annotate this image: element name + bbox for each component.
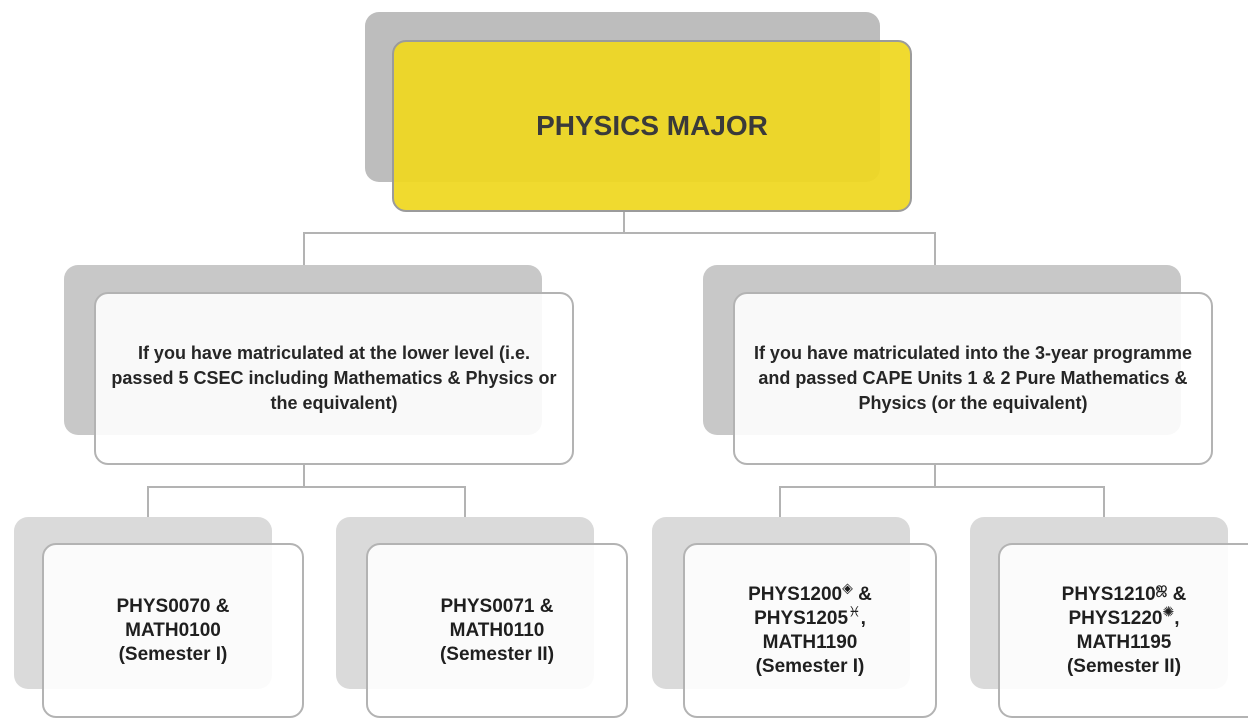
course-line: PHYS0071 & <box>440 595 554 617</box>
course-code: PHYS1210 <box>1061 583 1156 605</box>
right-course1-box: PHYS1200◈ & PHYS1205♓, MATH1190 (Semeste… <box>683 543 937 718</box>
course-line: MATH0100 <box>125 619 221 641</box>
course-line: MATH1195 <box>1076 631 1172 653</box>
left-condition-text: If you have matriculated at the lower le… <box>111 343 557 413</box>
course-joiner: , <box>1174 607 1180 629</box>
course-line: MATH1190 <box>762 631 858 653</box>
right-condition-box: If you have matriculated into the 3-year… <box>733 292 1213 465</box>
course-code: PHYS1205 <box>754 607 849 629</box>
course-code: PHYS1220 <box>1068 607 1163 629</box>
right-condition-text: If you have matriculated into the 3-year… <box>753 343 1193 413</box>
course-line: MATH0110 <box>449 619 545 641</box>
connector-title-right <box>624 232 936 265</box>
connector-left-course1 <box>147 465 305 517</box>
course-code: PHYS1200 <box>748 583 843 605</box>
title-box: PHYSICS MAJOR <box>392 40 912 212</box>
connector-left-course2 <box>304 486 466 517</box>
pisces-symbol-icon: ♓ <box>848 603 861 620</box>
course-line: (Semester II) <box>439 643 555 665</box>
course-line: PHYS0070 & <box>116 595 230 617</box>
course-line: (Semester I) <box>118 643 228 665</box>
course-line: (Semester II) <box>1066 655 1182 677</box>
left-condition-box: If you have matriculated at the lower le… <box>94 292 574 465</box>
connector-right-course2 <box>935 486 1105 517</box>
left-course2-box: PHYS0071 & MATH0110 (Semester II) <box>366 543 628 718</box>
diamond-symbol-icon: ◈ <box>842 579 853 596</box>
left-course1-box: PHYS0070 & MATH0100 (Semester I) <box>42 543 304 718</box>
course-line: (Semester I) <box>755 655 865 677</box>
connector-title-left <box>303 210 625 265</box>
connector-right-course1 <box>779 465 936 517</box>
course-joiner: , <box>860 607 866 629</box>
course-joiner: & <box>852 583 872 605</box>
course-joiner: & <box>1167 583 1187 605</box>
ornament-symbol-icon: ஜ <box>1155 579 1168 596</box>
right-course2-box: PHYS1210ஜ & PHYS1220✺, MATH1195 (Semeste… <box>998 543 1248 718</box>
page-title: PHYSICS MAJOR <box>536 110 768 141</box>
star-burst-icon: ✺ <box>1162 603 1175 620</box>
